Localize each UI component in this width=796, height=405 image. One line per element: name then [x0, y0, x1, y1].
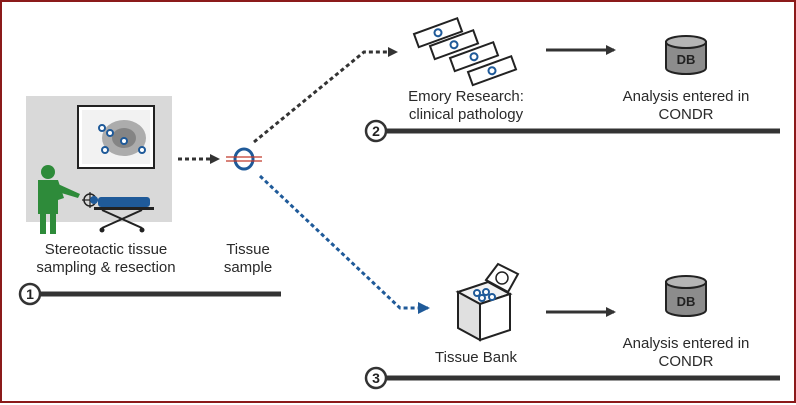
sampling-label-line1: Stereotactic tissue: [44, 241, 168, 258]
emory-label: Emory Research: clinical pathology: [386, 88, 546, 124]
surgeon-icon: [38, 165, 80, 234]
tissue-bank-label-line1: Tissue Bank: [435, 349, 517, 366]
tissue-sample-label: Tissue sample: [208, 241, 288, 277]
tissue-bank-label: Tissue Bank: [416, 349, 536, 367]
database-icon: DB: [665, 35, 707, 75]
db-label: DB: [677, 294, 696, 309]
tissue-sample-label-line1: Tissue: [226, 241, 270, 258]
analysis-top-label: Analysis entered in CONDR: [606, 88, 766, 124]
emory-label-line1: Emory Research:: [408, 88, 524, 105]
step-2-marker: 2: [364, 119, 780, 143]
analysis-top-label-line1: Analysis entered in: [622, 88, 750, 105]
sampling-label: Stereotactic tissue sampling & resection: [16, 241, 196, 277]
tissue-sample-label-line2: sample: [223, 259, 273, 276]
step-3-marker: 3: [364, 366, 780, 390]
step-1-marker: 1: [18, 282, 281, 306]
imaging-monitor-icon: [77, 105, 155, 169]
step-number: 1: [26, 286, 34, 302]
slides-icon: [412, 16, 518, 87]
to-emory-arrow: [253, 47, 398, 144]
sampling-scene: [26, 96, 172, 234]
tissue-sample-icon: [226, 147, 262, 171]
to-tissue-bank-arrow: [258, 174, 430, 314]
analysis-top-label-line2: CONDR: [658, 106, 714, 123]
analysis-bottom-label-line1: Analysis entered in: [622, 335, 750, 352]
step-number: 3: [372, 370, 380, 386]
tissue-bank-box-icon: [455, 262, 520, 342]
emory-label-line2: clinical pathology: [408, 106, 524, 123]
patient-bed-icon: [90, 196, 154, 233]
analysis-bottom-label: Analysis entered in CONDR: [606, 335, 766, 371]
analysis-bottom-label-line2: CONDR: [658, 353, 714, 370]
db-label: DB: [677, 52, 696, 67]
sampling-label-line2: sampling & resection: [36, 259, 176, 276]
step-number: 2: [372, 123, 380, 139]
database-icon: DB: [665, 275, 707, 317]
